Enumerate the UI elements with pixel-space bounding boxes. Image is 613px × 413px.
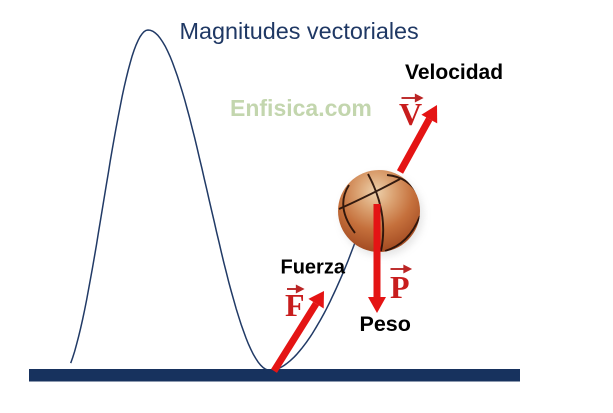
svg-text:Magnitudes vectoriales: Magnitudes vectoriales bbox=[180, 18, 419, 44]
svg-text:P: P bbox=[390, 269, 410, 305]
svg-text:Velocidad: Velocidad bbox=[405, 61, 503, 84]
svg-text:Peso: Peso bbox=[360, 312, 411, 336]
svg-text:V: V bbox=[399, 96, 422, 132]
svg-text:Enfisica.com: Enfisica.com bbox=[230, 95, 372, 121]
svg-text:Fuerza: Fuerza bbox=[281, 257, 346, 279]
svg-text:F: F bbox=[285, 287, 305, 323]
